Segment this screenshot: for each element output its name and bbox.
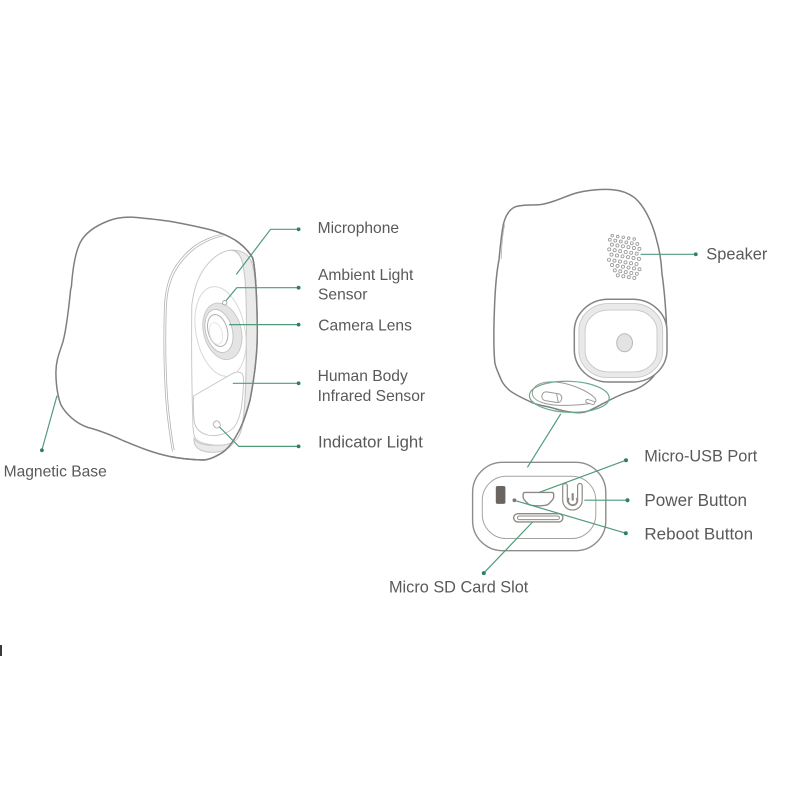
svg-text:Power Button: Power Button: [644, 491, 747, 510]
svg-text:Camera Lens: Camera Lens: [318, 318, 412, 335]
svg-text:Sensor: Sensor: [318, 287, 367, 304]
svg-text:Human Body: Human Body: [318, 368, 408, 385]
svg-text:Micro-USB Port: Micro-USB Port: [644, 447, 758, 465]
svg-text:Magnetic Base: Magnetic Base: [4, 464, 107, 481]
svg-text:Micro SD Card Slot: Micro SD Card Slot: [389, 579, 529, 597]
svg-text:Infrared Sensor: Infrared Sensor: [318, 388, 425, 405]
svg-text:Speaker: Speaker: [706, 245, 768, 263]
svg-text:Ambient Light: Ambient Light: [318, 267, 414, 284]
svg-text:Microphone: Microphone: [318, 220, 399, 237]
svg-text:Indicator Light: Indicator Light: [318, 432, 423, 451]
svg-text:Reboot Button: Reboot Button: [644, 524, 753, 543]
